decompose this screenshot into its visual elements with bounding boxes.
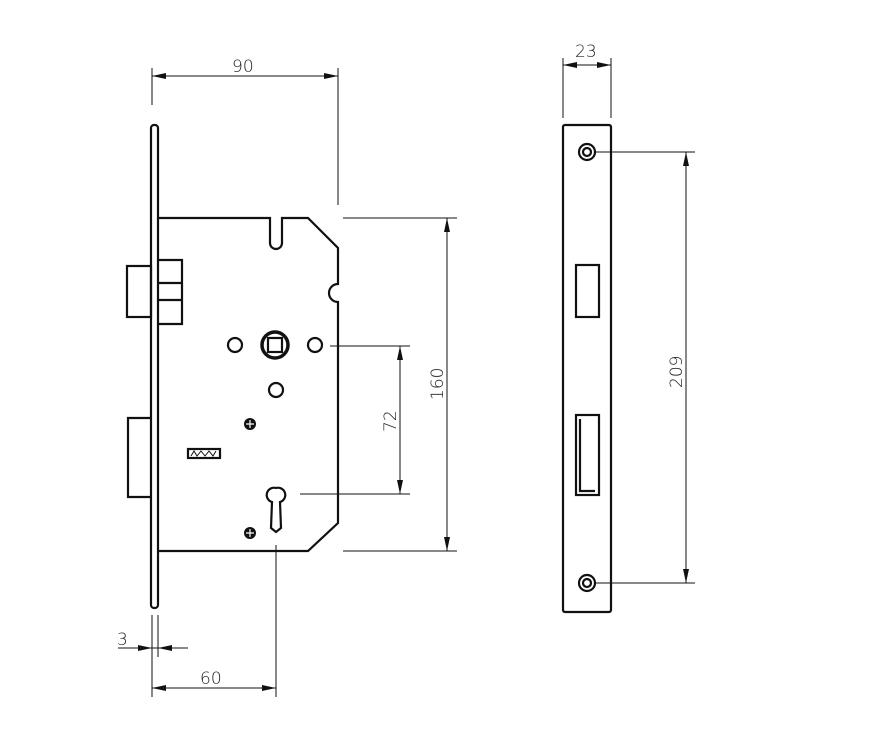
dim-fixing-centres: 209 [667, 356, 687, 388]
screw-icon [244, 418, 256, 430]
dim-case-width: 90 [232, 57, 254, 77]
spindle-follower [260, 330, 290, 360]
keyhole [265, 486, 287, 534]
dead-bolt [126, 416, 151, 499]
fixing-hole [267, 381, 285, 399]
forend-face [561, 123, 613, 614]
front-dimensions: 90 160 72 60 3 [117, 57, 457, 697]
fixing-hole-bottom [577, 573, 597, 593]
fixing-hole [226, 336, 244, 354]
lever-label [186, 447, 222, 460]
dim-case-height: 160 [428, 368, 448, 400]
dim-faceplate-width: 23 [575, 42, 597, 62]
bolt-slot [574, 413, 601, 497]
front-view [125, 123, 340, 610]
side-dimensions: 23 209 [562, 42, 695, 584]
latch-bolt [125, 264, 153, 319]
dim-backset: 60 [200, 669, 222, 689]
side-view [561, 123, 613, 614]
lock-case [158, 216, 340, 553]
screw-icon [244, 527, 256, 539]
latch-slot [574, 263, 601, 319]
spindle-square [266, 336, 284, 354]
forend-plate [149, 123, 160, 610]
dim-centre-distance: 72 [381, 410, 401, 432]
latch-guide [158, 258, 184, 326]
dim-faceplate-thickness: 3 [117, 630, 128, 650]
fixing-hole-top [577, 142, 597, 162]
fixing-hole [306, 336, 324, 354]
